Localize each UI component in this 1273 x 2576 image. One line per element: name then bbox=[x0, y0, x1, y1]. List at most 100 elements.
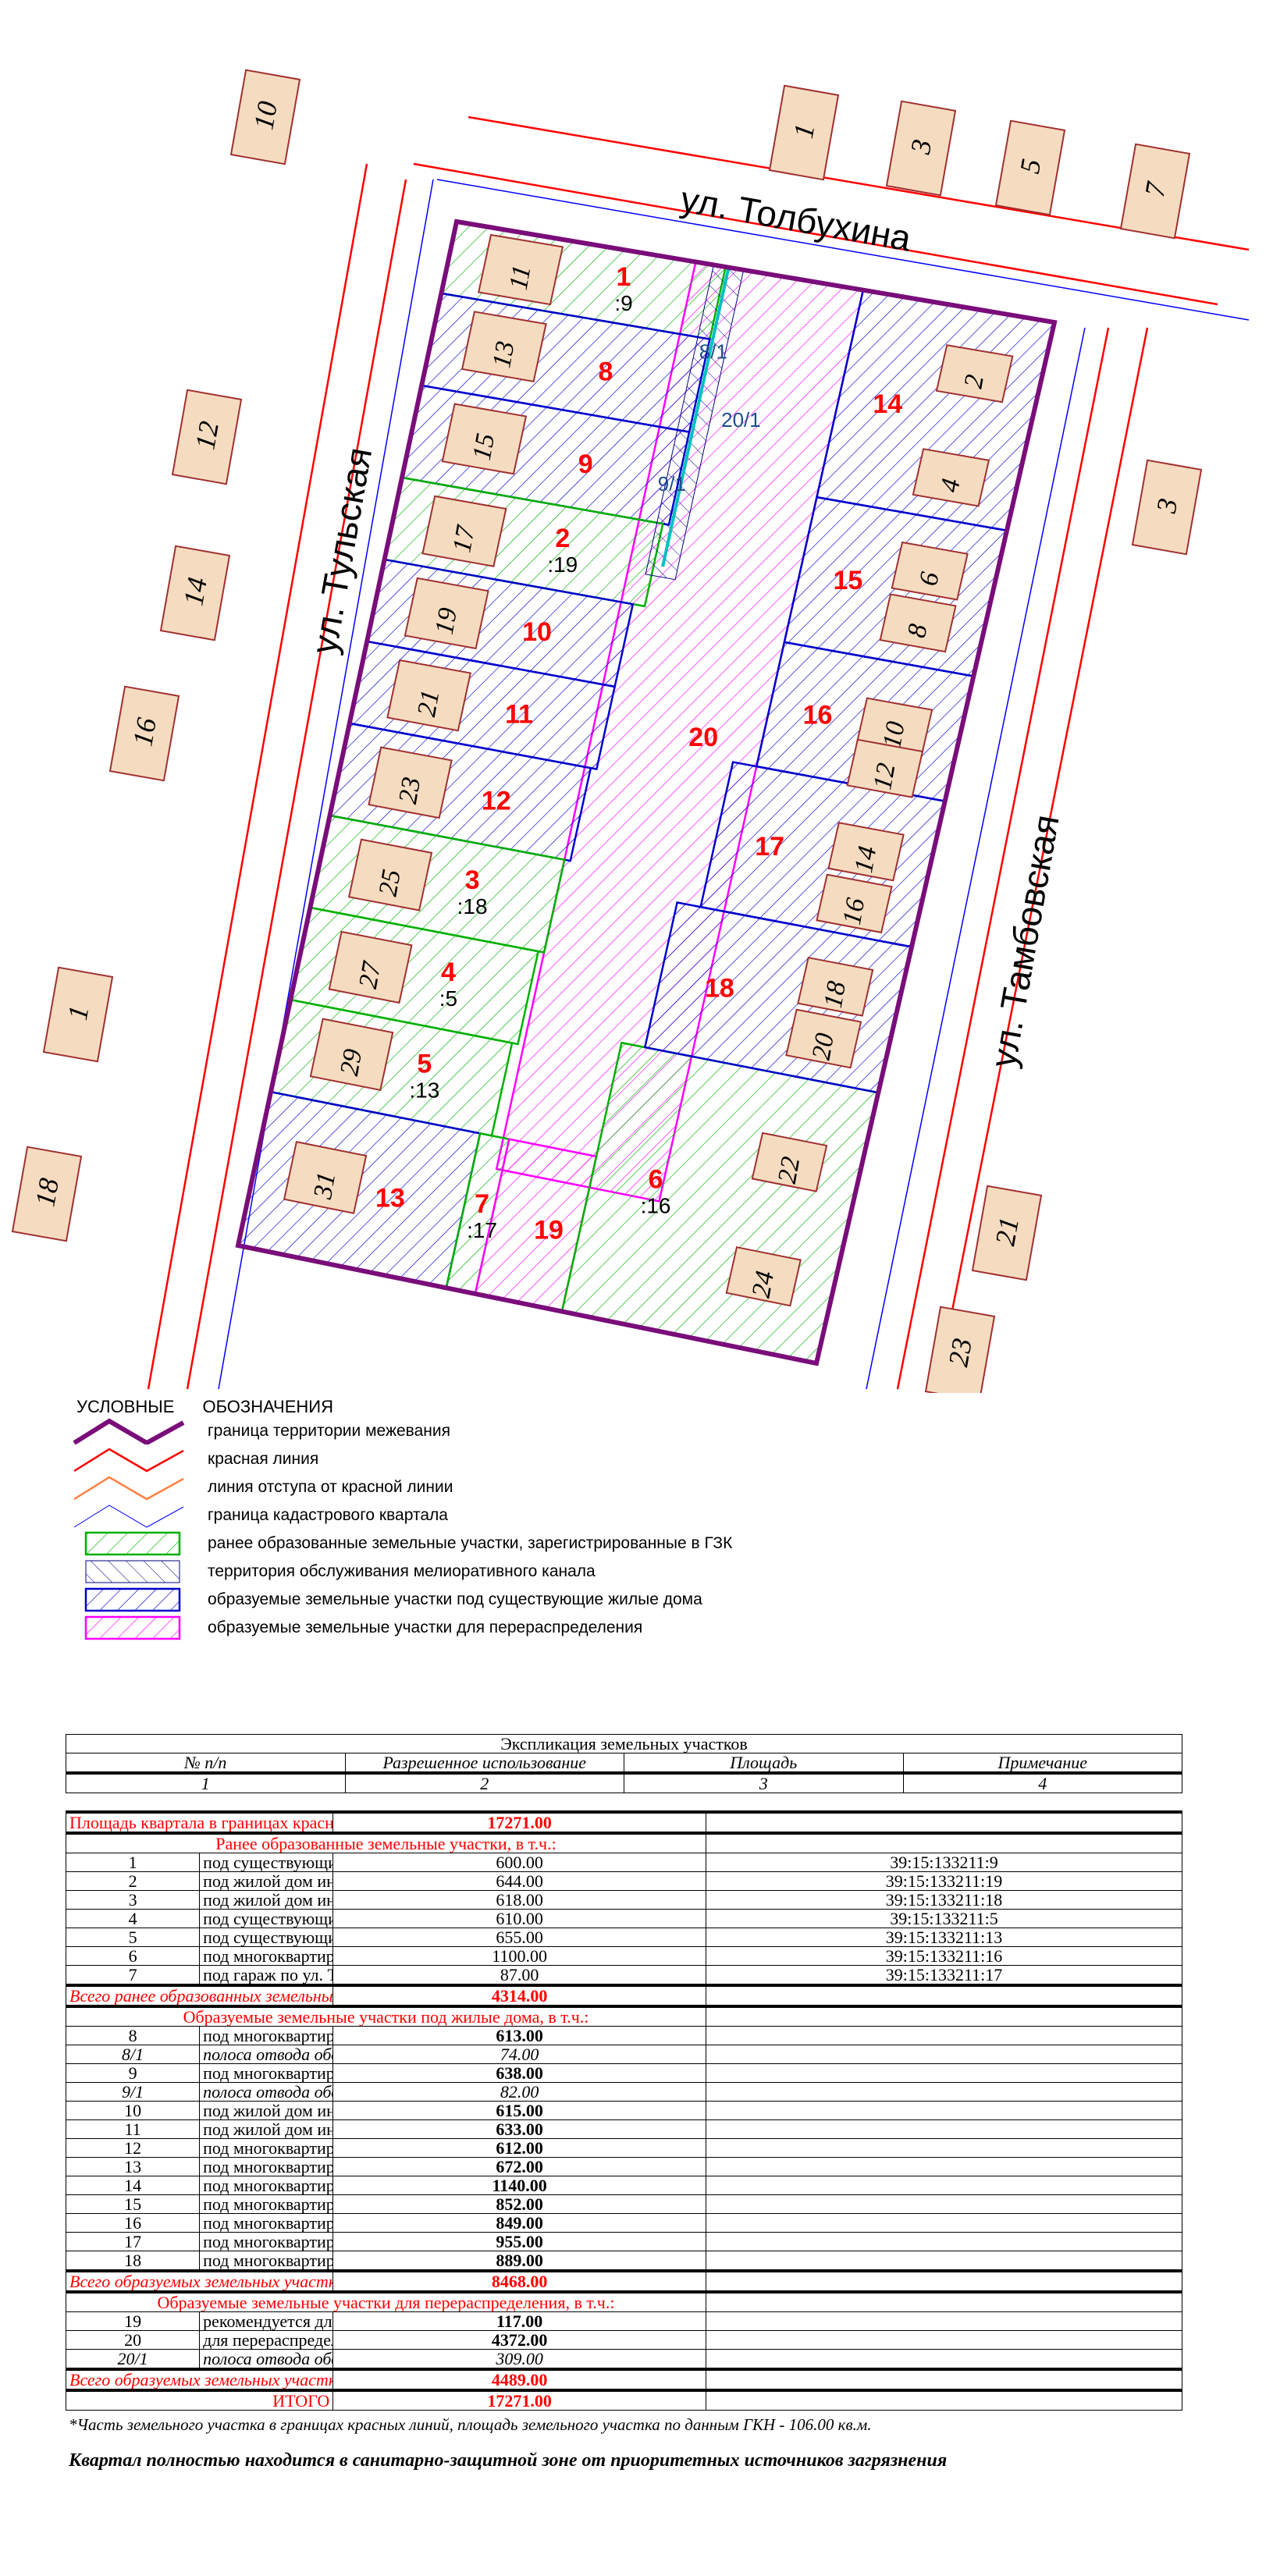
col-number-3: 3 bbox=[624, 1771, 904, 1793]
outer-building: 12 bbox=[171, 389, 243, 485]
row-note bbox=[706, 2101, 1182, 2120]
block-area-label: Площадь квартала в границах красных лини… bbox=[65, 1810, 334, 1834]
row-note bbox=[706, 2349, 1182, 2370]
row-number: 19 bbox=[65, 2311, 201, 2331]
row-number: 18 bbox=[65, 2251, 201, 2272]
row-note bbox=[706, 2232, 1182, 2251]
header-area: Площадь bbox=[624, 1753, 904, 1774]
empty-cell bbox=[706, 1810, 1182, 1834]
building: 16 bbox=[816, 873, 893, 934]
parcel-number-label: 6 bbox=[649, 1165, 663, 1195]
cadastral-suffix-label: :13 bbox=[409, 1078, 439, 1102]
parcel-number-label: 2 bbox=[555, 524, 570, 553]
row-note bbox=[706, 2330, 1182, 2350]
row-area: 82.00 bbox=[332, 2082, 707, 2102]
outer-house-number: 14 bbox=[177, 575, 213, 608]
outer-building: 21 bbox=[971, 1185, 1043, 1281]
parcel-number-label: 4 bbox=[441, 958, 456, 987]
row-usage: под многоквартирный дом по ул. Тульской,… bbox=[199, 2157, 334, 2176]
row-usage: полоса отвода обслуживания мелиоративног… bbox=[199, 2045, 334, 2064]
row-area: 852.00 bbox=[332, 2194, 707, 2214]
footnote: *Часть земельного участка в границах кра… bbox=[69, 2415, 872, 2434]
street-label-tolbukhina: ул. Толбухина bbox=[677, 179, 914, 259]
canal-parcel-label: 9/1 bbox=[658, 472, 686, 496]
outer-building: 23 bbox=[924, 1306, 996, 1393]
street-line bbox=[896, 327, 1110, 1390]
parcel-number-label: 1 bbox=[617, 262, 631, 292]
street-lines bbox=[147, 115, 1250, 1390]
outer-building: 16 bbox=[108, 685, 180, 782]
row-note bbox=[706, 2311, 1182, 2331]
section-title: Образуемые земельные участки для перерас… bbox=[65, 2290, 707, 2312]
subtotal-row: Всего образуемых земельных участков под … bbox=[65, 2269, 1182, 2293]
legend: УСЛОВНЫЕ ОБОЗНАЧЕНИЯ граница территории … bbox=[70, 1397, 773, 1642]
header-number: № п/п bbox=[66, 1753, 346, 1774]
legend-label: линия отступа от красной линии bbox=[208, 1478, 453, 1496]
row-area: 613.00 bbox=[332, 2026, 707, 2045]
row-number: 11 bbox=[65, 2119, 201, 2139]
legend-symbol-green-icon bbox=[84, 1531, 181, 1556]
row-area: 672.00 bbox=[332, 2157, 707, 2176]
building: 31 bbox=[283, 1141, 368, 1214]
row-usage: под многоквартирный дом по ул. Тамбовско… bbox=[199, 2194, 334, 2214]
street-line bbox=[935, 327, 1149, 1390]
house-number: 29 bbox=[335, 1046, 368, 1078]
building: 2 bbox=[935, 344, 1014, 403]
outer-building: 1 bbox=[42, 966, 114, 1063]
legend-label: территория обслуживания мелиоративного к… bbox=[208, 1562, 596, 1580]
row-number: 20/1 bbox=[65, 2349, 201, 2370]
row-note: 39:15:133211:16 bbox=[706, 1946, 1182, 1966]
house-number: 19 bbox=[430, 606, 463, 637]
empty-cell bbox=[706, 2269, 1182, 2293]
row-number: 3 bbox=[65, 1890, 201, 1910]
row-area: 633.00 bbox=[332, 2119, 707, 2139]
row-note bbox=[706, 2176, 1182, 2195]
building: 17 bbox=[421, 495, 507, 567]
outer-building: 14 bbox=[159, 545, 231, 641]
legend-item-boundary: граница территории межевания bbox=[70, 1417, 773, 1445]
building: 19 bbox=[404, 577, 489, 650]
grand-total-value: 17271.00 bbox=[332, 2389, 707, 2411]
row-usage: под существующий индивидуальный жилой до… bbox=[199, 1909, 334, 1928]
house-number: 25 bbox=[374, 867, 407, 898]
row-area: 618.00 bbox=[332, 1890, 707, 1910]
outer-building: 3 bbox=[885, 100, 957, 197]
row-note: 39:15:133211:17 bbox=[706, 1965, 1182, 1986]
legend-symbol-setback-icon bbox=[73, 1476, 184, 1501]
row-note bbox=[706, 2119, 1182, 2139]
building: 12 bbox=[846, 738, 924, 798]
row-note: 39:15:133211:5 bbox=[706, 1909, 1182, 1928]
explication-table: Площадь квартала в границах красных лини… bbox=[65, 1810, 1182, 2411]
explication-section: Экспликация земельных участков № п/п Раз… bbox=[65, 1734, 1182, 2471]
house-number: 2 bbox=[959, 372, 990, 390]
block-buildings: 1113151719212325272931246810121416182022… bbox=[283, 233, 1014, 1307]
legend-symbol-red-icon bbox=[73, 1448, 184, 1473]
empty-cell bbox=[706, 2368, 1182, 2391]
row-area: 889.00 bbox=[332, 2251, 707, 2272]
row-area: 615.00 bbox=[332, 2101, 707, 2120]
legend-item-setback: линия отступа от красной линии bbox=[70, 1473, 773, 1501]
row-number: 17 bbox=[65, 2232, 201, 2251]
canal-parcel-label: 8/1 bbox=[699, 340, 727, 364]
block-area-value: 17271.00 bbox=[332, 1810, 707, 1834]
cadastral-suffix-label: :18 bbox=[457, 894, 488, 918]
row-note bbox=[706, 2194, 1182, 2214]
house-number: 22 bbox=[773, 1154, 805, 1185]
building: 4 bbox=[912, 448, 990, 507]
row-usage: под жилой дом индивидуального жилищного … bbox=[199, 1871, 334, 1891]
row-usage: рекомендуется для присоединения к участк… bbox=[199, 2311, 334, 2331]
outer-house-number: 23 bbox=[942, 1336, 978, 1369]
row-area: 955.00 bbox=[332, 2232, 707, 2251]
row-area: 309.00 bbox=[332, 2349, 707, 2370]
street-line bbox=[866, 327, 1086, 1390]
legend-label: граница территории межевания bbox=[208, 1422, 450, 1440]
row-note bbox=[706, 2026, 1182, 2045]
canal-parcel-label: 20/1 bbox=[721, 408, 761, 432]
